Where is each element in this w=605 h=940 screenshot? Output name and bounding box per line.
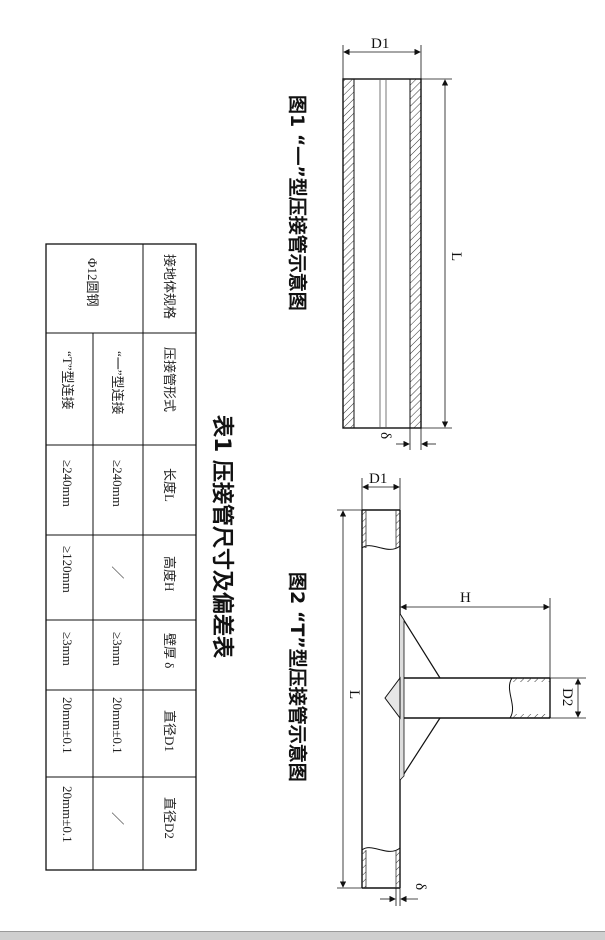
table-row2-d1: 20mm±0.1 xyxy=(60,697,75,754)
table-caption-group: 表1 压接管尺寸及偏差表 xyxy=(209,415,235,659)
figure-1-diagram: D1 L δ 图1 “一”型压接管示意图 xyxy=(286,36,464,450)
table-header-spec: 接地体规格 xyxy=(162,254,177,319)
table-row1-d1: 20mm±0.1 xyxy=(110,697,125,754)
table-row2-form: “T”型连接 xyxy=(60,351,75,409)
table-header-height: 高度H xyxy=(162,556,177,591)
fig2-delta-label: δ xyxy=(412,883,428,890)
fig1-delta-label: δ xyxy=(377,432,393,439)
fig1-d1-label: D1 xyxy=(371,36,389,52)
table-header-form: 压接管形式 xyxy=(162,347,177,412)
fig1-caption: 图1 “一”型压接管示意图 xyxy=(286,95,309,311)
fig2-d1-label: D1 xyxy=(369,471,387,487)
table-header-length: 长度L xyxy=(162,468,177,502)
table-row1-thickness: ≥3mm xyxy=(110,632,125,666)
fig1-pipe-wall-right xyxy=(409,78,422,429)
table-header-d1: 直径D1 xyxy=(162,710,177,752)
table-row2-length: ≥240mm xyxy=(60,460,75,507)
table-header-d2: 直径D2 xyxy=(162,797,177,839)
fig1-pipe-outline xyxy=(342,78,422,429)
fig2-h-label: H xyxy=(460,590,471,606)
fig2-caption: 图2 “T”型压接管示意图 xyxy=(286,572,309,782)
table-caption: 表1 压接管尺寸及偏差表 xyxy=(209,415,235,659)
table-header-thickness: 壁厚 δ xyxy=(162,633,177,668)
fig1-pipe-wall-left xyxy=(342,78,355,429)
table-row1-height: ／ xyxy=(110,566,125,579)
table-row2-thickness: ≥3mm xyxy=(60,632,75,666)
table-row1-length: ≥240mm xyxy=(110,460,125,507)
table-row2-height: ≥120mm xyxy=(60,546,75,593)
size-tolerance-table: 接地体规格 压接管形式 长度L 高度H 壁厚 δ 直径D1 直径D2 Φ12圆钢… xyxy=(45,243,197,871)
table-row1-form: “一”型连接 xyxy=(110,351,125,415)
table-spec-cell: Φ12圆钢 xyxy=(85,258,100,307)
fig2-l-label: L xyxy=(346,690,362,699)
fig2-d2-label: D2 xyxy=(559,688,575,706)
table-row1-d2: ／ xyxy=(110,812,125,825)
fig1-l-label: L xyxy=(448,252,464,261)
figure-2-diagram: D1 H D2 L δ 图2 “T”型压接管示意图 xyxy=(286,471,586,906)
table-row2-d2: 20mm±0.1 xyxy=(60,786,75,843)
window-bottom-bar xyxy=(0,931,605,940)
